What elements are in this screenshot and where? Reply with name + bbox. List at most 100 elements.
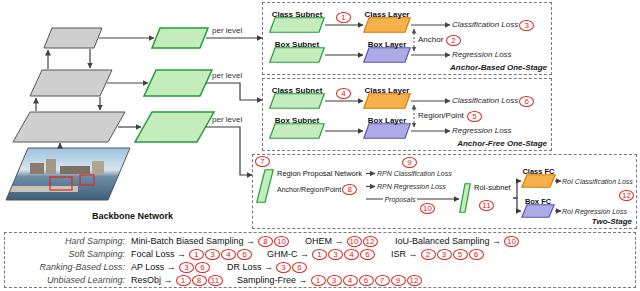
callout-number: 10 [274, 236, 289, 247]
plane-polygon [270, 124, 325, 139]
stage-title: Two-Stage [592, 217, 632, 227]
method-name: AP Loss → [131, 262, 176, 273]
callout-number: 6 [519, 96, 534, 107]
callout-number: 7 [255, 156, 270, 167]
plane-shape [269, 123, 325, 139]
callout-number: 10 [504, 236, 519, 247]
arrow [47, 50, 48, 69]
stage-title: Anchor-Based One-Stage [450, 63, 547, 73]
plane-polygon [522, 205, 555, 218]
loss-label: RPN Classification Loss [377, 169, 452, 178]
pyramid-arrows [36, 38, 154, 148]
layer-plane: Class Layer [363, 82, 411, 109]
plane-label: Box Layer [368, 39, 407, 50]
edge-label: per level [212, 26, 242, 36]
detector-frame: Anchor-Free One-Stage Class Subnet Class L… [262, 78, 552, 151]
plane-shape [363, 123, 411, 139]
plane-caption: Class Subnet [269, 6, 325, 17]
callout-number: 5 [453, 249, 468, 260]
callout-number: 6 [292, 262, 307, 273]
callout-number: 1 [176, 275, 191, 286]
pyramid-level [135, 112, 214, 142]
plane-polygon [270, 18, 325, 33]
plane-caption: Box Layer [363, 112, 411, 123]
connector [325, 130, 363, 131]
loss-label: RoI Classification Loss [562, 177, 633, 186]
callout-number: 6 [237, 249, 252, 260]
network-title: Backbone Network [92, 211, 173, 222]
assignment-label: Anchor [418, 35, 443, 45]
feature-map [44, 28, 102, 48]
plane-caption: Box Subnet [269, 112, 325, 123]
callout-number: 12 [363, 236, 378, 247]
layer-plane: Box Layer [363, 112, 411, 139]
callout-number: 4 [221, 249, 236, 260]
plane-caption: Class Layer [363, 6, 411, 17]
callout-number: 3 [519, 20, 534, 31]
photo-ground [0, 148, 135, 200]
connector [206, 127, 252, 175]
plane-polygon [364, 124, 411, 139]
connector [325, 100, 363, 101]
plane-shape [521, 204, 555, 218]
category-heading: Unbiased Learning: [7, 275, 125, 286]
plane-shape [269, 47, 325, 63]
callout-number: 6 [469, 249, 484, 260]
method-name: Sampling-Free → [237, 275, 308, 286]
layer-plane: Class Layer [363, 6, 411, 33]
callout-number: 3 [437, 249, 452, 260]
method-name: ISR → [391, 249, 418, 260]
plane-shape [269, 17, 325, 33]
edge-label: per level [212, 115, 242, 125]
callout-number: 3 [328, 249, 343, 260]
plane-polygon [522, 175, 556, 188]
loss-label: Regression Loss [452, 50, 512, 60]
arrow [107, 82, 148, 83]
callout-number: 3 [205, 249, 220, 260]
input-photo [0, 148, 135, 200]
layer-plane: Box Subnet [269, 36, 325, 63]
photo-frame [6, 148, 130, 200]
arrow [99, 97, 100, 110]
plane-shape [269, 93, 325, 109]
assignment-label: Anchor/Region/Point [277, 185, 341, 194]
plane-caption: Box FC [521, 193, 555, 204]
plane-label: Box Subnet [275, 39, 319, 50]
callout-number: 3 [179, 262, 194, 273]
method-name: IoU-Balanced Sampling → [395, 236, 501, 247]
method-name: OHEM → [305, 236, 344, 247]
arrow [411, 130, 450, 131]
layer-plane: Box FC [521, 193, 555, 218]
photo-building [30, 163, 44, 174]
layer-plane: Box Layer [363, 36, 411, 63]
callout-number: 6 [360, 249, 375, 260]
plane-caption: Class Subnet [269, 82, 325, 93]
plane-caption: Class Layer [363, 82, 411, 93]
callout-number: 10 [420, 203, 435, 214]
stage-title: Anchor-Free One-Stage [457, 139, 547, 149]
callout-number: 4 [344, 249, 359, 260]
plane-label: Class Subnet [272, 9, 323, 20]
connector [206, 37, 262, 38]
callout-number: 1 [336, 12, 351, 23]
dashed-arrow [414, 29, 415, 51]
layer-plane: Class FC [521, 163, 556, 188]
callout-number: 12 [407, 275, 422, 286]
plane-polygon [364, 48, 411, 63]
feature-shape [256, 169, 274, 203]
loss-label: Regression Loss [452, 126, 512, 136]
detector-frame: Anchor-Based One-Stage Class Subnet Class … [262, 2, 552, 75]
feature-shape [459, 183, 471, 213]
connector [325, 54, 363, 55]
plane-polygon [364, 94, 411, 109]
plane-polygon [364, 18, 411, 33]
callout-number: 8 [192, 275, 207, 286]
dashed-arrow [414, 105, 415, 127]
plane-caption: Box Subnet [269, 36, 325, 47]
callout-number: 8 [342, 184, 357, 195]
method-name: GHM-C → [267, 249, 309, 260]
callout-number: 1 [311, 275, 326, 286]
category-heading: Soft Samping: [7, 249, 125, 260]
connector [325, 24, 363, 25]
